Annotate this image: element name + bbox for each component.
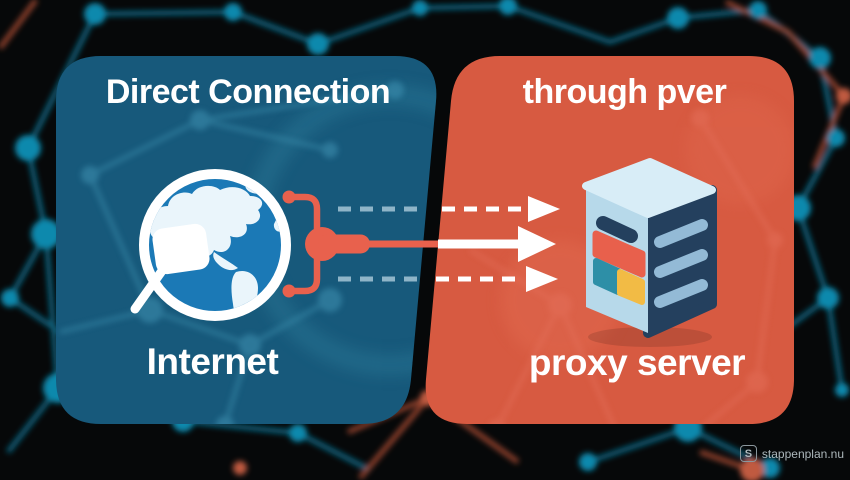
cursor-plug-icon — [130, 223, 210, 314]
server-red-panel — [592, 230, 646, 278]
right-panel-title: through pver — [522, 73, 727, 111]
central-america-shape — [213, 252, 238, 271]
server-yellow-square — [617, 269, 645, 305]
connection-arrows — [338, 196, 560, 292]
watermark: S stappenplan.nu — [739, 445, 844, 462]
top-dashed-arrow — [338, 196, 560, 222]
watermark-logo-icon: S — [739, 445, 757, 462]
internet-caption: Internet — [146, 341, 279, 382]
branch-connector-icon — [282, 190, 438, 298]
bottom-dashed-arrow — [338, 266, 558, 292]
server-front-dark-bar — [596, 216, 638, 243]
server-side-slats — [654, 219, 708, 308]
left-panel-title: Direct Connection — [105, 73, 391, 111]
middle-solid-arrow — [438, 226, 556, 262]
proxy-server-icon — [582, 158, 717, 347]
server-top-face — [582, 158, 716, 218]
proxy-server-caption: proxy server — [528, 342, 746, 383]
watermark-text: stappenplan.nu — [761, 446, 844, 461]
